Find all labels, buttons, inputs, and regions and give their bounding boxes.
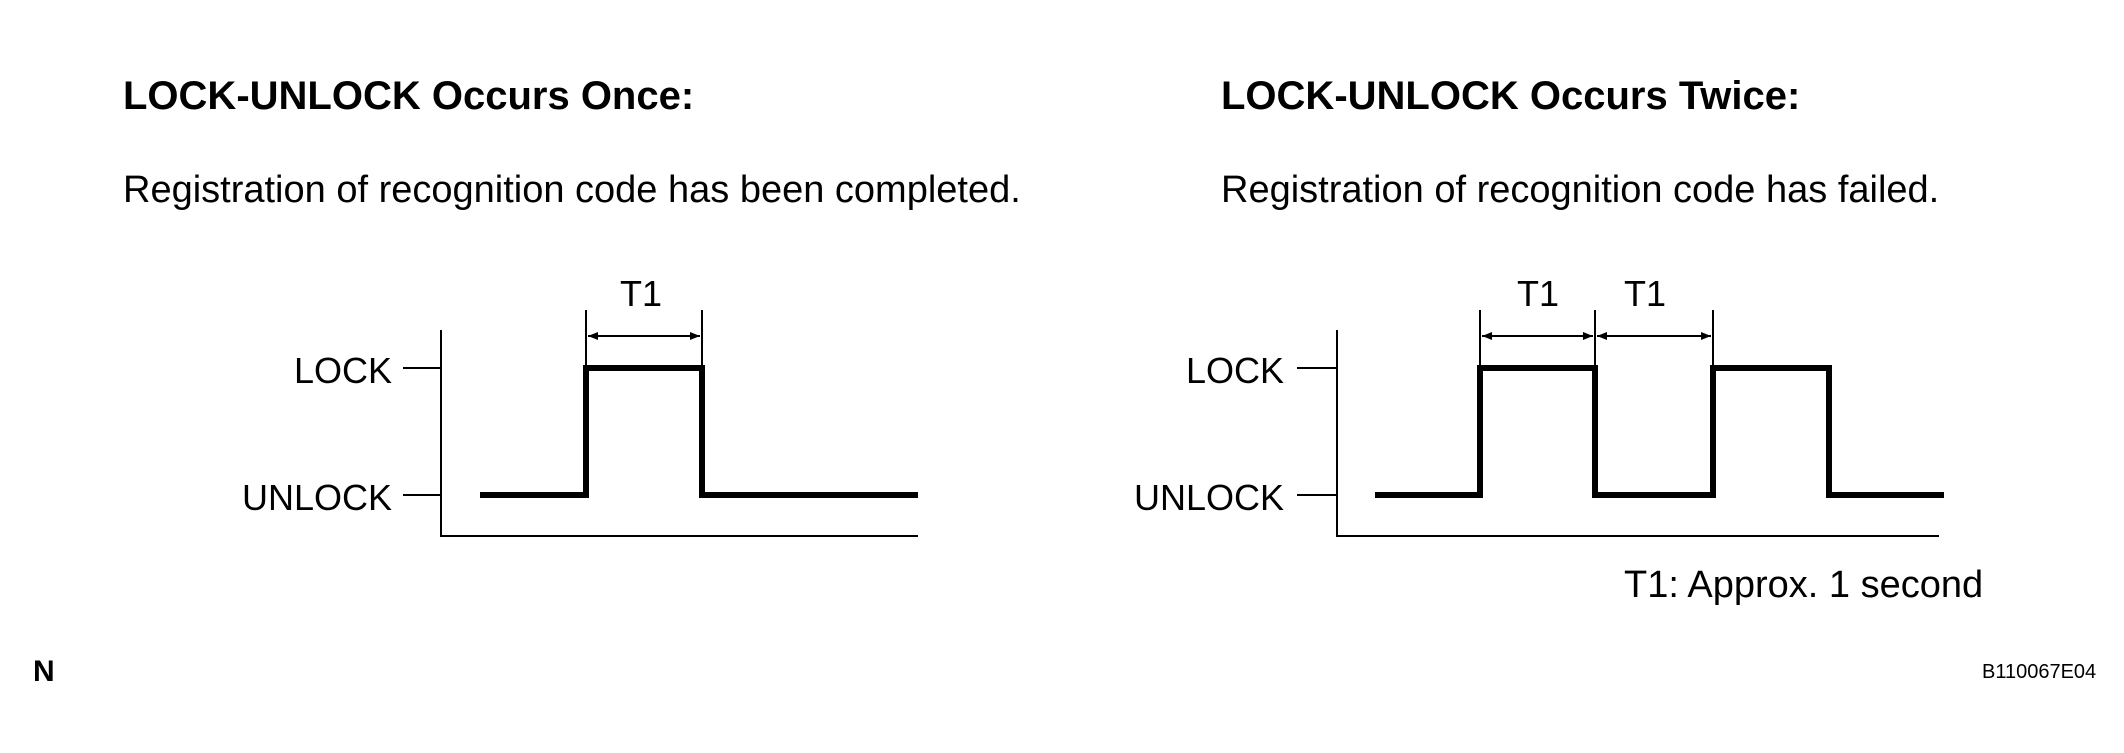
left-unlock-label: UNLOCK: [242, 477, 392, 518]
right-unlock-label: UNLOCK: [1134, 477, 1284, 518]
right-signal-trace: [1375, 365, 1944, 498]
right-panel-heading: LOCK-UNLOCK Occurs Twice:: [1221, 74, 1801, 118]
left-waveform-chart: LOCK UNLOCK T1: [242, 273, 918, 537]
left-period-label: T1: [620, 273, 662, 314]
left-panel-heading: LOCK-UNLOCK Occurs Once:: [123, 74, 695, 118]
figure-id: B110067E04: [1982, 661, 2097, 683]
right-panel-description: Registration of recognition code has fai…: [1221, 169, 1940, 211]
left-lock-label: LOCK: [294, 350, 392, 391]
left-axes: [440, 330, 918, 537]
left-panel-description: Registration of recognition code has bee…: [123, 169, 1021, 211]
right-lock-label: LOCK: [1186, 350, 1284, 391]
corner-mark: N: [33, 655, 55, 688]
right-axes: [1336, 330, 1939, 537]
left-signal-trace: [480, 365, 918, 498]
right-waveform-chart: LOCK UNLOCK T1 T1: [1134, 273, 1944, 537]
timing-note: T1: Approx. 1 second: [1624, 564, 1984, 606]
right-period-label-2: T1: [1624, 273, 1666, 314]
right-period-label-1: T1: [1517, 273, 1559, 314]
